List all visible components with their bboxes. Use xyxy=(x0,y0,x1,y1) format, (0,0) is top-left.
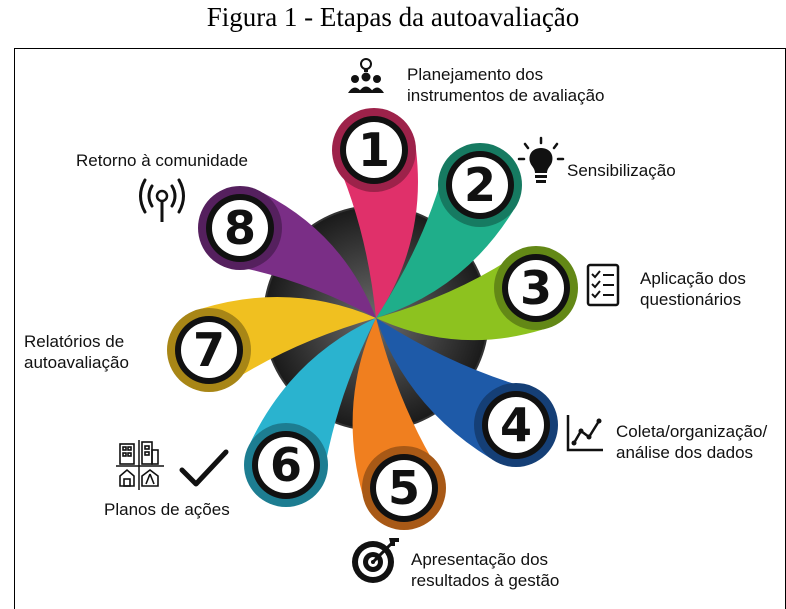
broadcast-antenna-icon xyxy=(139,178,185,222)
badge-step-4: 4 xyxy=(474,383,558,467)
step-4-label: Coleta/organização/análise dos dados xyxy=(616,422,768,462)
badge-step-1: 1 xyxy=(332,108,416,192)
badge-step-7: 7 xyxy=(167,308,251,392)
badge-face xyxy=(452,157,508,213)
step-number-5: 5 xyxy=(388,461,420,515)
badge-step-3: 3 xyxy=(494,246,578,330)
badge-face xyxy=(488,397,544,453)
step-number-2: 2 xyxy=(464,158,496,212)
badge-face xyxy=(346,122,402,178)
badge-face xyxy=(212,200,268,256)
target-icon xyxy=(352,538,399,583)
step-8-label: Retorno à comunidade xyxy=(76,151,249,170)
badge-step-6: 6 xyxy=(244,423,328,507)
badge-face xyxy=(508,260,564,316)
checklist-icon xyxy=(586,263,620,307)
badge-step-5: 5 xyxy=(362,446,446,530)
badge-face xyxy=(376,460,432,516)
figure-caption: Figura 1 - Etapas da autoavaliação xyxy=(206,2,580,32)
badge-face xyxy=(181,322,237,378)
badge-step-8: 8 xyxy=(198,186,282,270)
step-number-4: 4 xyxy=(500,398,532,452)
badge-step-2: 2 xyxy=(438,143,522,227)
petal-step-1 xyxy=(332,149,418,318)
buildings-checkmark-icon xyxy=(116,440,229,490)
step-number-7: 7 xyxy=(193,323,225,377)
step-number-6: 6 xyxy=(270,438,302,492)
step-6-label: Planos de ações xyxy=(104,500,230,519)
lightbulb-icon xyxy=(517,136,565,183)
badge-face xyxy=(258,437,314,493)
step-2-label: Sensibilização xyxy=(567,161,676,180)
step-number-8: 8 xyxy=(224,201,256,255)
step-number-1: 1 xyxy=(358,123,390,177)
step-number-3: 3 xyxy=(520,261,552,315)
line-chart-icon xyxy=(566,415,603,452)
people-lightbulb-icon xyxy=(348,58,384,93)
